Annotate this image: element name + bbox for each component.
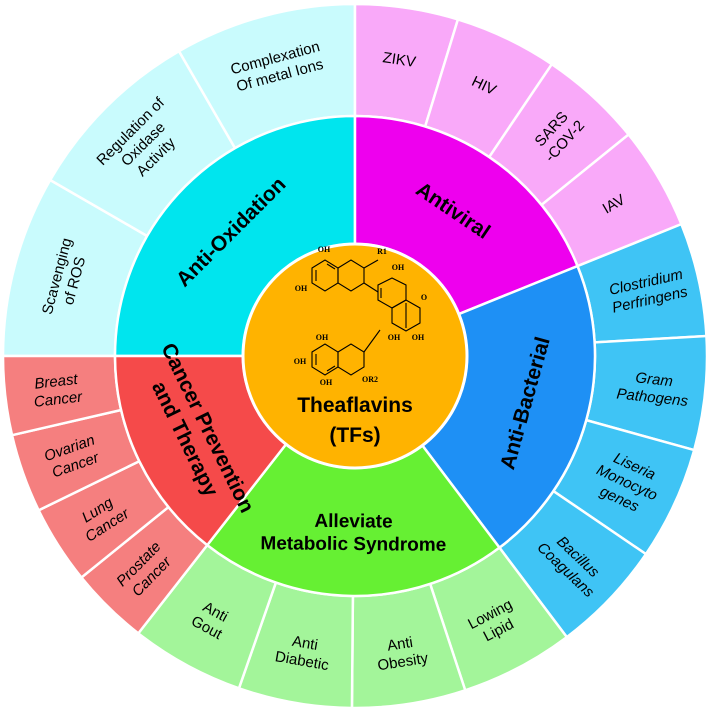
structure-atom-label: OH (388, 333, 401, 342)
structure-atom-label: OH (320, 378, 333, 387)
structure-atom-label: OH (316, 333, 329, 342)
subfunction-label: LiseriaMonocytogenes (586, 445, 667, 520)
center-circle (241, 242, 469, 470)
structure-atom-label: R1 (377, 247, 387, 256)
subfunction-label: BreastCancer (31, 370, 84, 410)
structure-atom-label: OH (295, 284, 308, 293)
subfunction-label: ZIKV (381, 49, 416, 71)
center-subtitle: (TFs) (329, 424, 380, 447)
structure-atom-label: OR2 (362, 375, 378, 384)
structure-atom-label: OH (412, 333, 425, 342)
theaflavin-structure-drawing (311, 259, 421, 376)
structure-atom-label: OH (392, 263, 405, 272)
structure-atom-label: OH (318, 245, 331, 254)
center-title: Theaflavins (297, 394, 413, 417)
structure-atom-label: O (421, 293, 427, 302)
structure-atom-label: OH (294, 357, 307, 366)
